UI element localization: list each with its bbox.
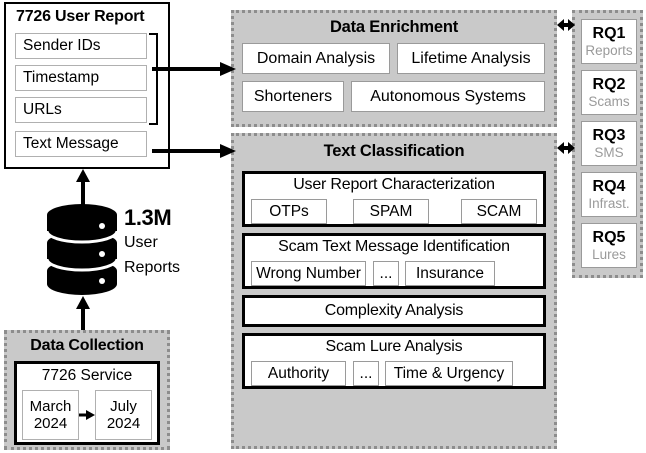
chip-label: Insurance [415, 264, 485, 282]
user-report-field-timestamp[interactable]: Timestamp [15, 65, 147, 91]
arrow-data-collection-to-database [76, 296, 90, 332]
user-report-field-label: URLs [23, 101, 62, 118]
chip-ellipsis[interactable]: ... [353, 361, 379, 386]
data-collection-title: Data Collection [30, 337, 144, 354]
arrow-data-enrichment-to-research-questions [557, 19, 575, 31]
chip-label: OTPs [269, 202, 309, 220]
database-report-count: 1.3M [124, 205, 172, 230]
section-scam-lure-analysis: Scam Lure Analysis Authority ... Time & … [242, 333, 546, 389]
chip-label: SCAM [476, 202, 522, 220]
user-report-panel: 7726 User Report Sender IDs Timestamp UR… [4, 2, 170, 169]
section-scam-text-message-identification: Scam Text Message Identification Wrong N… [242, 233, 546, 289]
chip-wrong-number[interactable]: Wrong Number [251, 261, 366, 286]
data-enrichment-title: Data Enrichment [329, 18, 459, 36]
chip-insurance[interactable]: Insurance [405, 261, 495, 286]
collection-end-year: 2024 [106, 415, 141, 432]
research-question-rq5[interactable]: RQ5 Lures [581, 223, 637, 268]
user-report-field-text-message[interactable]: Text Message [15, 131, 147, 157]
research-question-subtitle: Infrast. [588, 195, 630, 211]
chip-label: Time & Urgency [393, 364, 505, 382]
data-enrichment-item-domain-analysis[interactable]: Domain Analysis [242, 43, 390, 74]
section-title: Complexity Analysis [324, 302, 464, 319]
user-report-title: 7726 User Report [16, 8, 145, 25]
chip-authority[interactable]: Authority [251, 361, 346, 386]
data-enrichment-item-label: Shorteners [253, 87, 333, 105]
collection-start-month: March [29, 397, 72, 415]
data-collection-panel: Data Collection 7726 Service March 2024 … [4, 330, 170, 450]
user-report-field-label: Text Message [23, 135, 119, 152]
research-question-subtitle: Scams [588, 93, 630, 109]
arrow-date-range [79, 410, 95, 420]
data-enrichment-panel: Data Enrichment Domain Analysis Lifetime… [231, 10, 557, 127]
database-label-line1: User [124, 234, 158, 251]
chip-label: Wrong Number [256, 264, 361, 282]
user-report-field-label: Sender IDs [23, 37, 101, 54]
arrow-text-classification-to-research-questions [557, 142, 575, 154]
data-enrichment-item-lifetime-analysis[interactable]: Lifetime Analysis [397, 43, 545, 74]
collection-end-date[interactable]: July 2024 [95, 390, 152, 440]
chip-spam[interactable]: SPAM [353, 199, 429, 224]
research-question-rq2[interactable]: RQ2 Scams [581, 70, 637, 115]
research-question-id: RQ5 [592, 228, 626, 246]
chip-scam[interactable]: SCAM [461, 199, 537, 224]
chip-label: Authority [267, 364, 330, 382]
research-question-subtitle: Lures [592, 246, 626, 262]
user-report-field-sender-ids[interactable]: Sender IDs [15, 33, 147, 59]
data-enrichment-item-label: Autonomous Systems [370, 87, 526, 105]
collection-start-date[interactable]: March 2024 [22, 390, 79, 440]
text-classification-title: Text Classification [323, 142, 465, 160]
research-question-id: RQ3 [592, 126, 626, 144]
text-classification-panel: Text Classification User Report Characte… [231, 133, 557, 449]
database-label-line2: Reports [124, 259, 181, 276]
chip-time-and-urgency[interactable]: Time & Urgency [385, 361, 513, 386]
service-title: 7726 Service [41, 367, 133, 384]
research-questions-panel: RQ1 Reports RQ2 Scams RQ3 SMS RQ4 Infras… [572, 10, 643, 278]
chip-label: ... [359, 364, 373, 382]
research-question-subtitle: Reports [585, 42, 633, 58]
collection-end-month: July [110, 397, 137, 415]
arrow-text-message-to-text-classification [152, 144, 236, 158]
research-question-rq1[interactable]: RQ1 Reports [581, 19, 637, 64]
arrow-user-report-to-data-enrichment [152, 62, 236, 76]
research-question-subtitle: SMS [594, 144, 624, 160]
section-title: Scam Text Message Identification [278, 238, 510, 255]
data-enrichment-item-autonomous-systems[interactable]: Autonomous Systems [351, 81, 545, 112]
chip-label: SPAM [369, 202, 413, 220]
section-complexity-analysis: Complexity Analysis [242, 295, 546, 327]
data-enrichment-item-label: Lifetime Analysis [411, 49, 531, 67]
section-user-report-characterization: User Report Characterization OTPs SPAM S… [242, 171, 546, 227]
research-question-id: RQ4 [592, 177, 626, 195]
research-question-id: RQ1 [592, 24, 626, 42]
user-report-field-label: Timestamp [23, 69, 100, 86]
database-cylinder-icon [46, 204, 118, 295]
research-question-id: RQ2 [592, 75, 626, 93]
research-question-rq4[interactable]: RQ4 Infrast. [581, 172, 637, 217]
data-enrichment-item-label: Domain Analysis [256, 49, 376, 67]
chip-otps[interactable]: OTPs [251, 199, 327, 224]
research-question-rq3[interactable]: RQ3 SMS [581, 121, 637, 166]
chip-ellipsis[interactable]: ... [373, 261, 399, 286]
section-title: Scam Lure Analysis [325, 338, 463, 355]
chip-label: ... [379, 264, 393, 282]
user-report-field-urls[interactable]: URLs [15, 97, 147, 123]
section-title: User Report Characterization [293, 176, 495, 193]
data-enrichment-item-shorteners[interactable]: Shorteners [242, 81, 344, 112]
service-box: 7726 Service March 2024 July 2024 [14, 361, 160, 445]
arrow-database-to-user-report [76, 169, 90, 205]
metadata-group-bracket [149, 33, 158, 125]
collection-start-year: 2024 [33, 415, 68, 432]
